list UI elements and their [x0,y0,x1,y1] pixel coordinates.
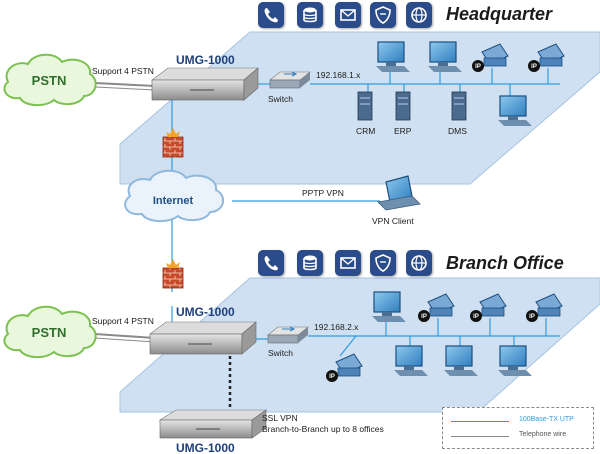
branch-subnet: 192.168.2.x [314,322,359,332]
vpn-client-laptop [377,175,421,211]
hq-pc-3 [498,95,532,126]
branch-ip-badge-2: IP [473,314,479,320]
hq-pstn-wire [94,82,156,87]
branch-pc-4 [498,345,532,376]
hq-database-icon [297,2,323,28]
hq-server-crm [357,91,373,121]
hq-server-erp [395,91,411,121]
internet-cloud [124,169,225,222]
hq-pstn-label: PSTN [32,73,67,88]
branch-to-branch-note: Branch-to-Branch up to 8 offices [262,424,384,434]
branch-switch-label: Switch [268,348,293,358]
remote-umg-device [158,409,267,439]
branch-ip-phone-1 [418,293,455,322]
legend-utp: 100Base-TX UTP [451,415,587,427]
branch-pc-3 [444,345,478,376]
branch-pstn-cloud [3,305,97,358]
branch-pc-1 [372,291,406,322]
hq-pstn-cloud [3,53,97,106]
hq-server-dms [451,91,467,121]
headquarter-title: Headquarter [446,4,553,24]
pptp-vpn-label: PPTP VPN [302,188,344,198]
hq-ip-badge-1: IP [475,64,481,70]
branch-ip-phone-3 [526,293,563,322]
branch-umg-device [149,321,257,355]
hq-subnet: 192.168.1.x [316,70,361,80]
internet-label: Internet [153,195,194,207]
branch-ip-phone-2 [470,293,507,322]
hq-firewall-icon [162,128,184,158]
hq-ip-phone-2 [528,43,565,72]
branch-ip-badge-3: IP [529,314,535,320]
branch-switch-icon [267,326,309,344]
hq-globe-icon [406,2,432,28]
legend-telephone-swatch [451,436,509,437]
hq-umg-device [151,67,259,101]
hq-pc-2 [428,41,462,72]
legend-telephone: Telephone wire [451,430,587,442]
branch-shield-icon [370,250,396,276]
branch-ip-badge-4: IP [329,374,335,380]
branch-pstn-support: Support 4 PSTN [92,316,154,326]
hq-ip-badge-2: IP [531,64,537,70]
branch-office-title: Branch Office [446,253,564,273]
hq-umg-label: UMG-1000 [176,53,235,67]
hq-switch-icon [269,71,311,89]
branch-ip-phone-4 [326,353,363,382]
branch-pstn-wire [94,333,156,339]
branch-ip-badge-1: IP [421,314,427,320]
hq-server-erp-label: ERP [394,126,412,136]
legend: 100Base-TX UTP Telephone wire [442,407,594,449]
hq-pc-1 [376,41,410,72]
remote-umg-label: UMG-1000 [176,441,235,454]
branch-database-icon [297,250,323,276]
branch-pc-2 [394,345,428,376]
hq-pstn-support: Support 4 PSTN [92,66,154,76]
ssl-vpn-label: SSL VPN [262,413,298,423]
hq-phone-icon [258,2,284,28]
hq-ip-phone-1 [472,43,509,72]
legend-telephone-label: Telephone wire [519,431,567,438]
branch-platform [119,277,600,413]
legend-utp-swatch [451,421,509,422]
branch-globe-icon [406,250,432,276]
branch-phone-icon [258,250,284,276]
branch-firewall-icon [162,259,184,289]
hq-mail-icon [335,2,361,28]
branch-mail-icon [335,250,361,276]
hq-switch-label: Switch [268,94,293,104]
hq-server-dms-label: DMS [448,126,467,136]
branch-pstn-label: PSTN [32,325,67,340]
legend-utp-label: 100Base-TX UTP [519,416,574,423]
branch-umg-label: UMG-1000 [176,305,235,319]
vpn-client-label: VPN Client [372,216,414,226]
hq-shield-icon [370,2,396,28]
hq-server-crm-label: CRM [356,126,375,136]
